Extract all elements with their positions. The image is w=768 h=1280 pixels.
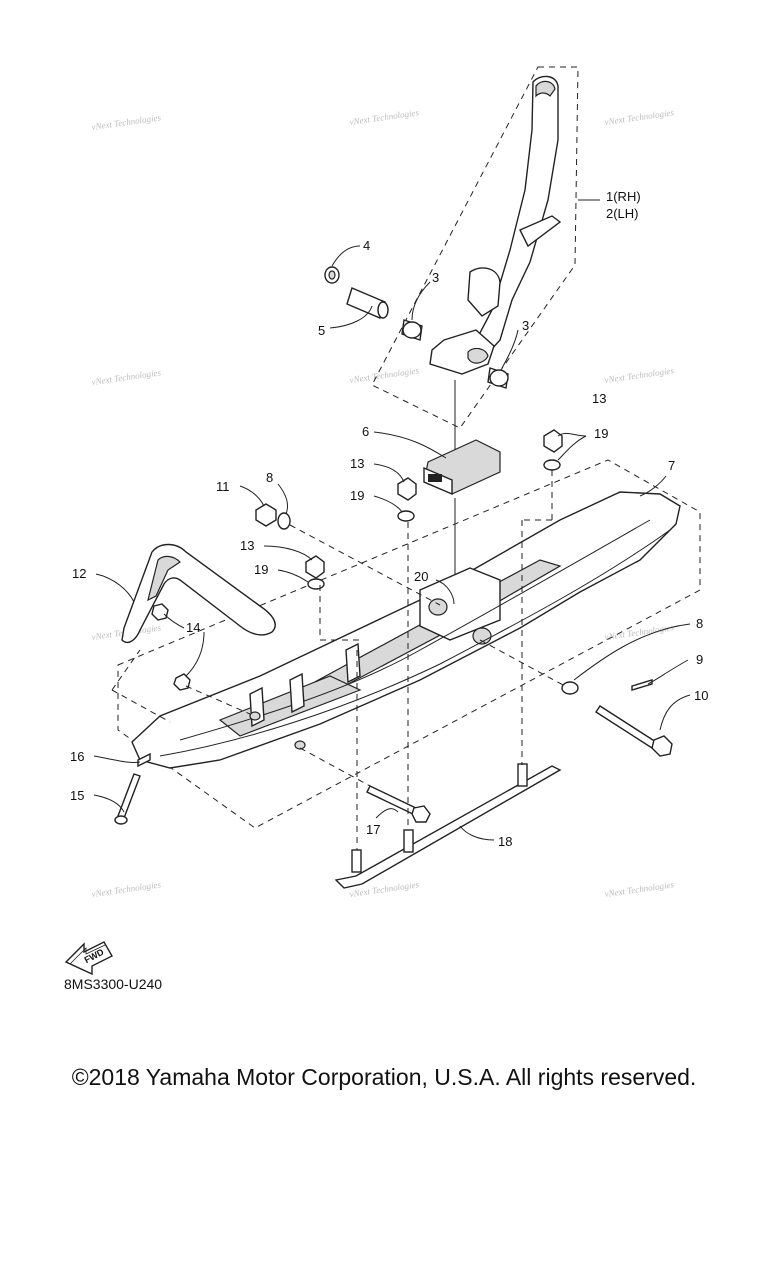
nut-14 <box>173 673 191 691</box>
watermark: vNext Technologies <box>349 365 420 385</box>
bolts <box>114 679 673 825</box>
callout-11: 11 <box>216 479 230 494</box>
callout-12: 12 <box>72 566 86 581</box>
watermark: vNext Technologies <box>91 112 162 132</box>
washer-8-left <box>277 512 291 530</box>
watermark: vNext Technologies <box>349 107 420 127</box>
watermark: vNext Technologies <box>604 879 675 899</box>
alignment-lines <box>111 470 566 850</box>
callout-13: 13 <box>240 538 254 553</box>
bolt-17 <box>366 785 421 817</box>
callout-10: 10 <box>694 688 708 703</box>
callouts: 1(RH) 2(LH) 3 3 4 5 6 7 8 8 9 10 11 12 1… <box>70 189 708 849</box>
callout-5: 5 <box>318 323 325 338</box>
callout-9: 9 <box>696 652 703 667</box>
cotter-pin-9 <box>631 679 653 691</box>
callout-8: 8 <box>266 470 273 485</box>
nut-13-left <box>305 555 325 579</box>
collar-5 <box>346 287 386 319</box>
nut-13-right <box>543 429 563 453</box>
bolt-10 <box>595 705 657 749</box>
clip-14 <box>151 603 169 621</box>
fasteners <box>151 429 579 695</box>
copyright-notice: ©2018 Yamaha Motor Corporation, U.S.A. A… <box>71 1064 697 1090</box>
watermark: vNext Technologies <box>91 879 162 899</box>
spindle-group-boundary <box>371 66 579 429</box>
callout-13: 13 <box>350 456 364 471</box>
damper-block <box>423 439 501 496</box>
callout-6: 6 <box>362 424 369 439</box>
callout-3: 3 <box>522 318 529 333</box>
parts-diagram: vNext Technologies vNext Technologies vN… <box>64 66 708 976</box>
callout-2: 2(LH) <box>606 206 639 221</box>
callout-18: 18 <box>498 834 512 849</box>
callout-19: 19 <box>350 488 364 503</box>
washer-8-right <box>561 681 579 695</box>
leader-lines <box>93 199 691 841</box>
washer-19-center <box>397 510 415 522</box>
watermark: vNext Technologies <box>604 107 675 127</box>
callout-13: 13 <box>592 391 606 406</box>
callout-20: 20 <box>414 569 428 584</box>
callout-16: 16 <box>70 749 84 764</box>
diagram-code: 8MS3300-U240 <box>64 976 163 992</box>
callout-14: 14 <box>186 620 200 635</box>
callout-7: 7 <box>668 458 675 473</box>
bolt-15 <box>117 773 141 819</box>
washer-19-right <box>543 459 561 471</box>
nut-13-center <box>397 477 417 501</box>
watermark: vNext Technologies <box>604 365 675 385</box>
spindle-arm <box>429 75 562 375</box>
callout-1: 1(RH) <box>606 189 641 204</box>
callout-15: 15 <box>70 788 84 803</box>
callout-4: 4 <box>363 238 370 253</box>
callout-19: 19 <box>594 426 608 441</box>
bushings <box>324 266 509 389</box>
callout-17: 17 <box>366 822 380 837</box>
ski-body <box>131 491 681 769</box>
watermark: vNext Technologies <box>91 367 162 387</box>
watermarks: vNext Technologies vNext Technologies vN… <box>91 107 675 899</box>
fwd-arrow-icon: FWD <box>64 941 113 976</box>
callout-3: 3 <box>432 270 439 285</box>
callout-19: 19 <box>254 562 268 577</box>
ski-group-boundary <box>117 459 701 829</box>
ski-handle <box>121 543 276 644</box>
washer-19-left <box>307 578 325 590</box>
callout-8: 8 <box>696 616 703 631</box>
nut-11 <box>255 503 277 527</box>
washer-16 <box>137 752 151 768</box>
